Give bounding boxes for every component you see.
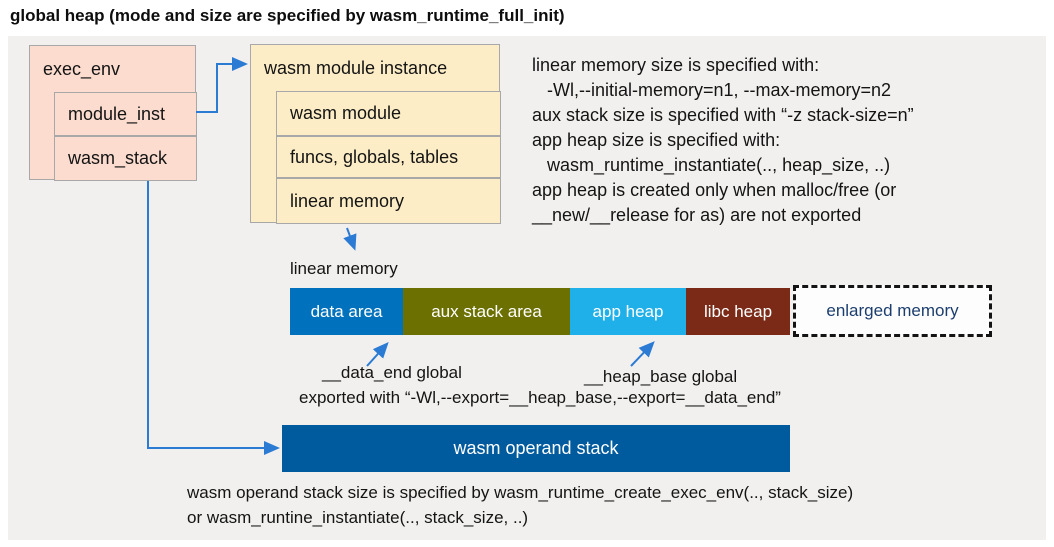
note-line: -Wl,--initial-memory=n1, --max-memory=n2 [532,80,892,100]
memory-segment-enlarged-memory: enlarged memory [793,285,992,337]
exported-with-label: exported with “-Wl,--export=__heap_base,… [299,388,781,407]
note-line: app heap is created only when malloc/fre… [532,180,897,200]
memory-segment-app-heap: app heap [570,288,686,335]
operand-stack-notes: wasm operand stack size is specified by … [187,480,1047,530]
exec-env-title: exec_env [43,58,121,79]
diagram-title: global heap (mode and size are specified… [10,6,565,25]
heap-base-global-label: __heap_base global [584,367,738,386]
memory-segment-data-area: data area [290,288,403,335]
module-instance-row-linear-memory: linear memory [276,178,501,224]
note-line: linear memory size is specified with: [532,55,820,75]
exec-env-box: exec_env module_inst wasm_stack [29,45,197,181]
memory-segment-aux-stack-area: aux stack area [403,288,570,335]
module-instance-box: wasm module instance wasm module funcs, … [250,44,501,224]
data-end-global-label: __data_end global [322,363,462,382]
note-line: aux stack size is specified with “-z sta… [532,105,914,125]
module-instance-row-funcs-globals-tables: funcs, globals, tables [276,136,501,178]
note-line: wasm_runtime_instantiate(.., heap_size, … [532,155,891,175]
exec-env-row-wasm-stack: wasm_stack [54,136,197,181]
footer-line: wasm operand stack size is specified by … [187,483,854,502]
memory-segment-libc-heap: libc heap [686,288,790,335]
wasm-operand-stack-bar: wasm operand stack [282,425,790,472]
footer-line: or wasm_runtine_instantiate(.., stack_si… [187,508,529,527]
linear-memory-label: linear memory [290,259,398,278]
module-instance-row-wasm-module: wasm module [276,91,501,136]
memory-size-notes: linear memory size is specified with: -W… [532,53,1037,228]
note-line: __new/__release for as) are not exported [532,205,862,225]
exec-env-row-module-inst: module_inst [54,92,197,136]
wasm-operand-stack-label: wasm operand stack [453,438,619,458]
note-line: app heap size is specified with: [532,130,781,150]
module-instance-title: wasm module instance [264,57,448,78]
